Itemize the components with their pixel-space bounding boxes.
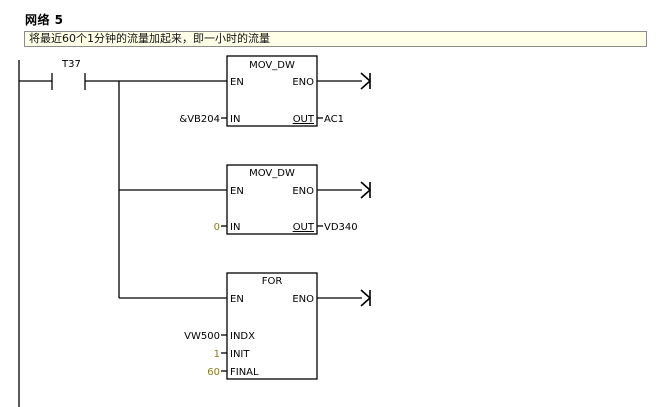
network-title: 网络 5 — [25, 13, 64, 27]
out-operand[interactable]: VD340 — [324, 222, 358, 233]
contact-label: T37 — [61, 59, 81, 70]
mov-dw-block-1[interactable]: MOV_DW EN ENO IN OUT &VB204 AC1 — [179, 55, 372, 127]
contact-t37[interactable]: T37 — [19, 59, 227, 90]
output-arrow-icon — [360, 181, 372, 199]
in-operand[interactable]: &VB204 — [179, 114, 220, 125]
indx-pin: INDX — [230, 331, 255, 342]
output-arrow-icon — [360, 72, 372, 90]
eno-pin: ENO — [292, 77, 314, 88]
eno-pin: ENO — [292, 294, 314, 305]
out-pin: OUT — [293, 114, 315, 125]
init-operand[interactable]: 1 — [214, 349, 220, 360]
network-comment[interactable]: 将最近60个1分钟的流量加起来，即一小时的流量 — [24, 31, 647, 47]
output-arrow-icon — [360, 289, 372, 307]
in-pin: IN — [230, 114, 240, 125]
en-pin: EN — [230, 77, 244, 88]
for-block[interactable]: FOR EN ENO INDX INIT FINAL VW500 1 60 — [184, 272, 372, 380]
block-title: MOV_DW — [249, 168, 295, 179]
in-pin: IN — [230, 222, 240, 233]
mov-dw-block-2[interactable]: MOV_DW EN ENO IN OUT 0 VD340 — [214, 164, 372, 235]
block-title: MOV_DW — [249, 60, 295, 71]
block-title: FOR — [262, 276, 283, 287]
final-pin: FINAL — [230, 367, 259, 378]
final-operand[interactable]: 60 — [207, 367, 220, 378]
en-pin: EN — [230, 186, 244, 197]
indx-operand[interactable]: VW500 — [184, 331, 220, 342]
en-pin: EN — [230, 294, 244, 305]
out-pin: OUT — [293, 222, 315, 233]
out-operand[interactable]: AC1 — [324, 114, 344, 125]
in-operand[interactable]: 0 — [214, 222, 220, 233]
eno-pin: ENO — [292, 186, 314, 197]
init-pin: INIT — [230, 349, 250, 360]
